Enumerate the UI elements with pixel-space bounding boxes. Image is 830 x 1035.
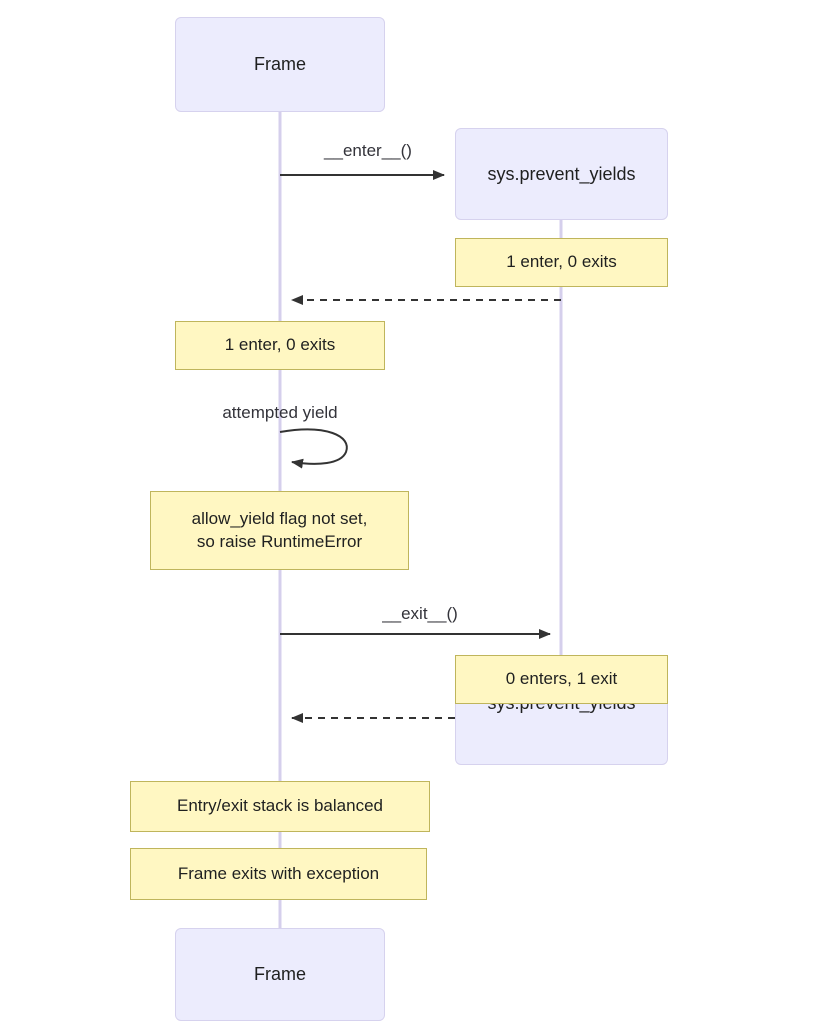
message-label-attempted-yield: attempted yield bbox=[222, 403, 338, 422]
participant-box-frame-bottom[interactable]: Frame bbox=[175, 928, 385, 1021]
note-allow-yield-flag[interactable]: allow_yield flag not set, so raise Runti… bbox=[150, 491, 409, 570]
note-text-allow-yield: allow_yield flag not set, so raise Runti… bbox=[191, 508, 368, 551]
participant-box-frame-top[interactable]: Frame bbox=[175, 17, 385, 112]
participant-label-frame-bottom: Frame bbox=[253, 964, 306, 985]
note-sys-enter-count[interactable]: 1 enter, 0 exits bbox=[455, 238, 668, 287]
message-label-exit: __exit__() bbox=[382, 604, 458, 623]
note-sys-exit-count[interactable]: 0 enters, 1 exit bbox=[455, 655, 668, 704]
note-text-exception: Frame exits with exception bbox=[177, 863, 380, 883]
note-text-sys-enter: 1 enter, 0 exits bbox=[506, 252, 617, 272]
message-label-enter: __enter__() bbox=[324, 141, 412, 160]
note-stack-balanced[interactable]: Entry/exit stack is balanced bbox=[130, 781, 430, 832]
participant-label-frame-top: Frame bbox=[253, 54, 306, 75]
participant-box-sys-prevent-yields-top[interactable]: sys.prevent_yields bbox=[455, 128, 668, 220]
note-text-frame-enter: 1 enter, 0 exits bbox=[224, 335, 336, 355]
message-arrows bbox=[279, 170, 561, 723]
note-text-balanced: Entry/exit stack is balanced bbox=[177, 796, 383, 816]
participant-label-sys-top: sys.prevent_yields bbox=[487, 163, 636, 184]
message-arrow-attempted-yield bbox=[279, 428, 348, 469]
note-frame-exits-exception[interactable]: Frame exits with exception bbox=[130, 848, 427, 900]
note-text-sys-exit: 0 enters, 1 exit bbox=[505, 669, 618, 689]
note-frame-enter-count[interactable]: 1 enter, 0 exits bbox=[175, 321, 385, 370]
